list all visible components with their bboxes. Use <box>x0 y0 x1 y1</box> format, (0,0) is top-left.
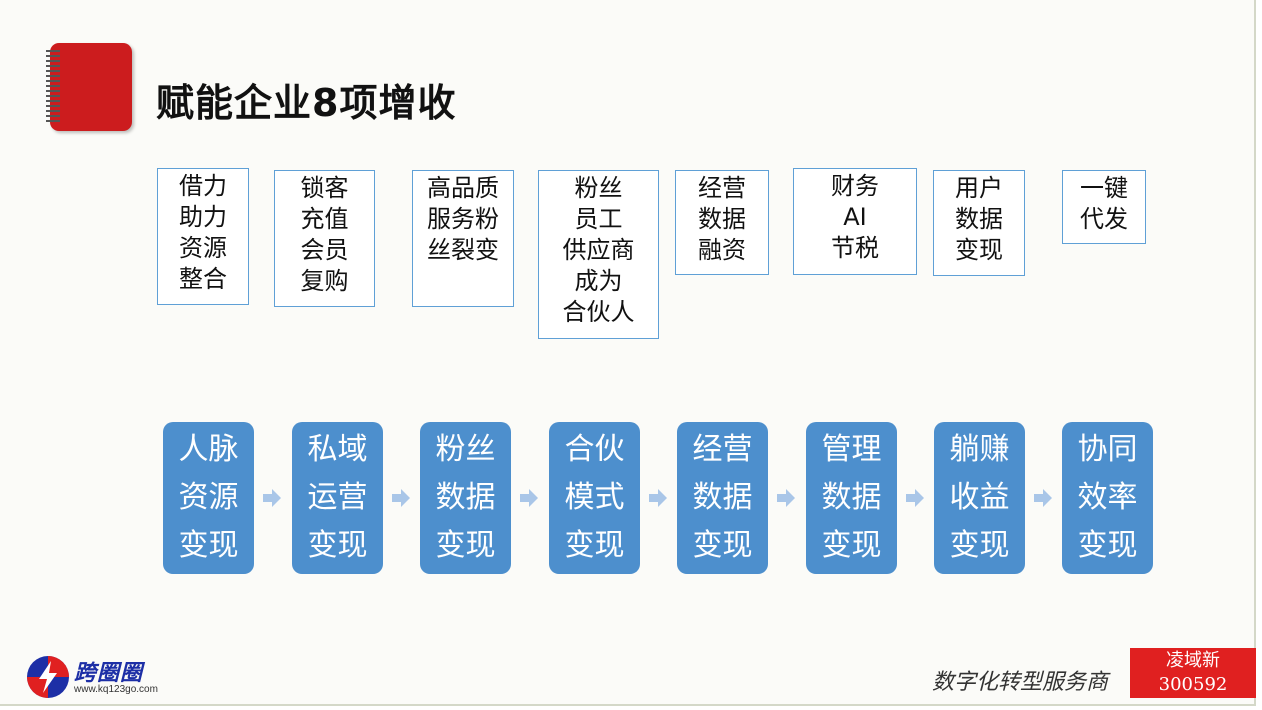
top-item-1: 借力 助力 资源 整合 <box>157 168 249 305</box>
top-item-2: 锁客 充值 会员 复购 <box>274 170 375 307</box>
flow-step-5: 经营 数据 变现 <box>677 422 768 574</box>
arrow-right-icon <box>777 489 795 507</box>
top-item-7: 用户 数据 变现 <box>933 170 1025 276</box>
stock-name: 凌域新 <box>1166 650 1220 671</box>
top-item-6: 财务 AI 节税 <box>793 168 917 275</box>
arrow-right-icon <box>520 489 538 507</box>
stock-code: 300592 <box>1158 674 1228 695</box>
flow-step-2: 私域 运营 变现 <box>292 422 383 574</box>
notebook-icon <box>46 43 132 131</box>
tagline: 数字化转型服务商 <box>932 670 1109 695</box>
flow-step-8: 协同 效率 变现 <box>1062 422 1153 574</box>
notebook-rings <box>46 50 60 122</box>
flow-step-1: 人脉 资源 变现 <box>163 422 254 574</box>
top-item-4: 粉丝 员工 供应商 成为 合伙人 <box>538 170 659 339</box>
top-item-5: 经营 数据 融资 <box>675 170 769 275</box>
flow-step-7: 躺赚 收益 变现 <box>934 422 1025 574</box>
flow-step-4: 合伙 模式 变现 <box>549 422 640 574</box>
arrow-right-icon <box>263 489 281 507</box>
logo-url[interactable]: www.kq123go.com <box>74 684 158 695</box>
arrow-right-icon <box>906 489 924 507</box>
flow-step-6: 管理 数据 变现 <box>806 422 897 574</box>
top-item-8: 一键 代发 <box>1062 170 1146 244</box>
arrow-right-icon <box>1034 489 1052 507</box>
logo-name: 跨圈圈 <box>74 661 144 686</box>
arrow-right-icon <box>392 489 410 507</box>
flow-step-3: 粉丝 数据 变现 <box>420 422 511 574</box>
arrow-right-icon <box>649 489 667 507</box>
kuaquanquan-logo-icon <box>27 656 69 698</box>
stock-badge: 凌域新 300592 <box>1130 648 1256 698</box>
page-title: 赋能企业8项增收 <box>156 81 457 125</box>
top-item-3: 高品质 服务粉 丝裂变 <box>412 170 514 307</box>
